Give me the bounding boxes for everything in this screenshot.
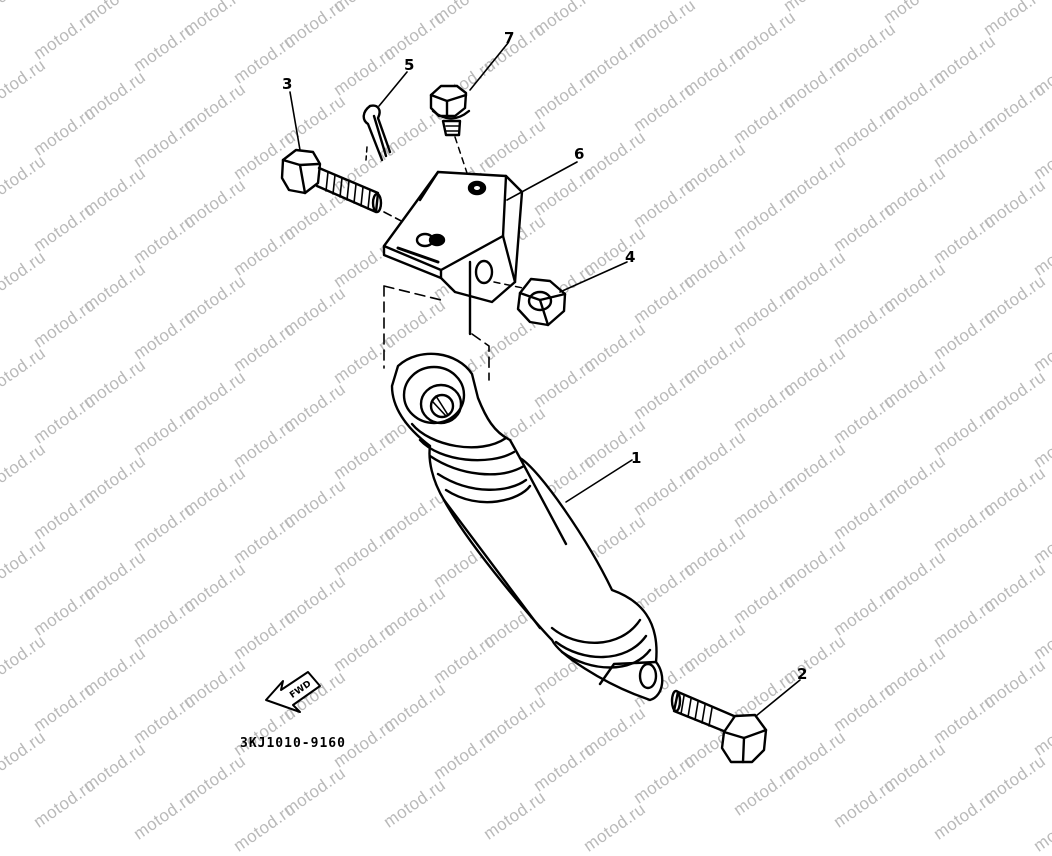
lower-bolt-part — [670, 689, 768, 764]
watermark-text: motod.ru — [480, 787, 550, 844]
pin-axis-line — [365, 146, 368, 161]
callout-1: 1 — [631, 449, 642, 467]
flange-bolt-part — [429, 84, 471, 137]
shock-absorber-part — [390, 352, 664, 702]
watermark-text: motod.ru — [580, 799, 650, 856]
watermark-text: motod.ru — [930, 787, 1000, 844]
callout-6: 6 — [574, 145, 585, 163]
nut-part — [493, 277, 567, 327]
callout-3: 3 — [282, 75, 293, 93]
upper-bolt-part — [280, 148, 383, 214]
forward-arrow-icon — [265, 671, 321, 713]
callout-7: 7 — [504, 29, 515, 47]
cotter-pin-part — [362, 104, 392, 162]
watermark-text: motod.ru — [230, 799, 300, 856]
drawing-code: 3KJ1010-9160 — [240, 736, 346, 751]
callout-2: 2 — [797, 665, 808, 683]
leader-lines — [289, 42, 801, 717]
watermark-text: motod.ru — [1030, 799, 1052, 856]
alignment-lines — [383, 285, 490, 381]
callout-5: 5 — [404, 56, 415, 74]
watermark-text: motod.ru — [130, 787, 200, 844]
exploded-parts-diagram — [265, 42, 801, 764]
callout-4: 4 — [625, 248, 636, 266]
flange-bolt-axis — [454, 136, 469, 177]
bracket-part — [382, 170, 524, 336]
